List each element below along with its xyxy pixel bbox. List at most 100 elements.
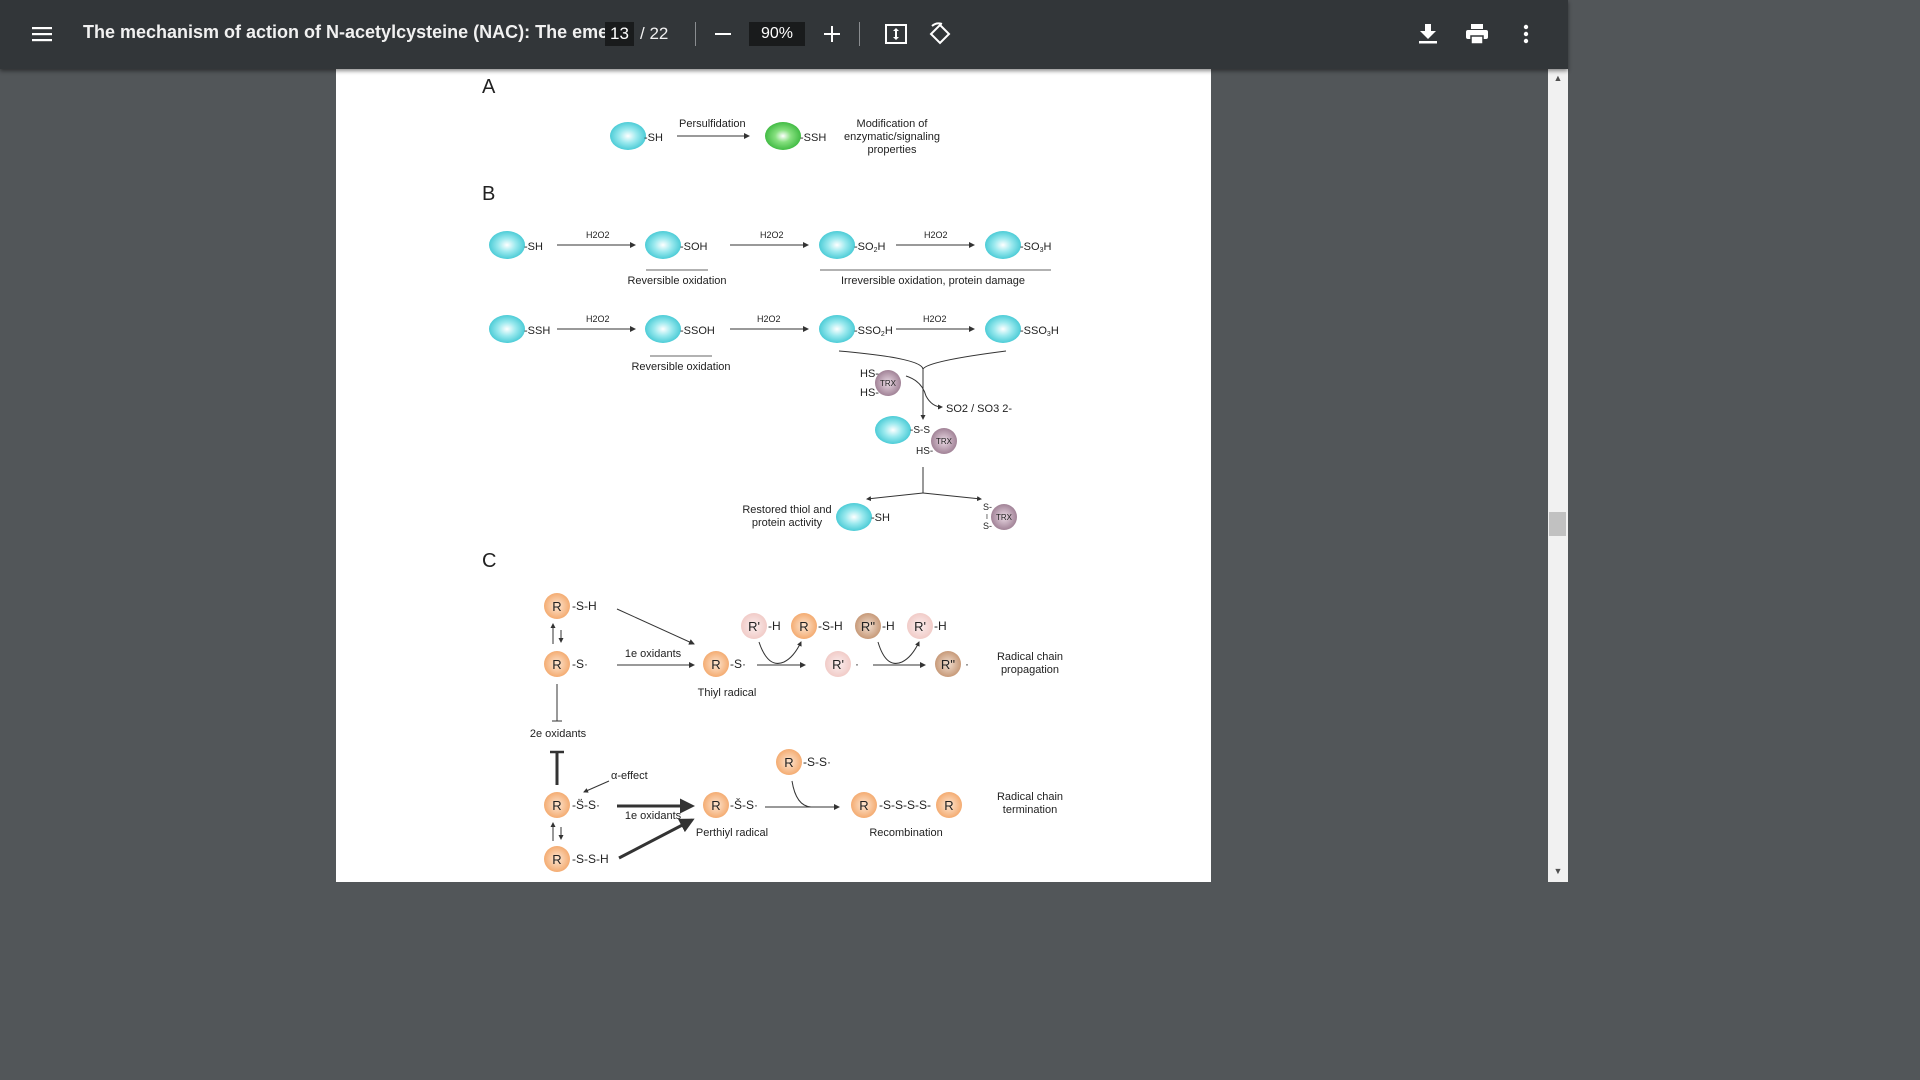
label-r: R (944, 798, 953, 813)
label-propagation-1: Radical chain (997, 651, 1063, 663)
label-ssoh: -SSOH (680, 325, 715, 337)
protein-sphere (610, 122, 646, 150)
label-s: S- (983, 521, 992, 531)
zoom-out-button[interactable] (710, 20, 736, 48)
plus-icon (824, 26, 840, 42)
label-reversible-oxidation: Reversible oxidation (627, 275, 726, 287)
page-separator: / (640, 24, 645, 43)
label-s-h: -S-H (572, 599, 597, 613)
label-sh: -SH (644, 132, 663, 144)
zoom-input[interactable]: 90% (749, 22, 805, 46)
r-sphere (544, 651, 570, 677)
label-r: R (799, 619, 808, 634)
label-termination-2: termination (1003, 804, 1057, 816)
trx-sphere (875, 370, 901, 396)
scrollbar[interactable] (1548, 69, 1568, 882)
label-perthiyl-s: -Š-S· (730, 797, 758, 812)
label-restored-1: Restored thiol and (742, 504, 831, 516)
label-sh-restored: -SH (871, 512, 890, 524)
label-restored-2: protein activity (752, 517, 823, 529)
label-hs: HS- (916, 446, 933, 457)
label-soh: -SOH (680, 241, 708, 253)
zoom-in-button[interactable] (818, 20, 846, 48)
r-sphere (703, 651, 729, 677)
r-sphere (703, 792, 729, 818)
label-h2o2: H2O2 (757, 314, 781, 324)
scroll-up-arrow-icon[interactable]: ▲ (1553, 73, 1563, 83)
label-so2h: -SO2H (854, 241, 885, 254)
r-sphere (544, 593, 570, 619)
label-r: R (784, 755, 793, 770)
label-h2o2: H2O2 (586, 230, 610, 240)
label-s-h: -S-H (818, 619, 843, 633)
label-r: R (711, 657, 720, 672)
protein-sphere (489, 231, 525, 259)
label-trx: TRX (996, 513, 1013, 522)
r-dprime-sphere (855, 613, 881, 639)
download-button[interactable] (1413, 20, 1443, 48)
document-title: The mechanism of action of N-acetylcyste… (83, 22, 630, 42)
label-thiyl-radical: Thiyl radical (698, 687, 757, 699)
protein-sphere (645, 231, 681, 259)
label-r-prime: R' (832, 657, 844, 672)
label-trx: TRX (880, 379, 897, 388)
page-number-input[interactable]: 13 (605, 22, 634, 46)
more-options-button[interactable] (1512, 20, 1540, 48)
printer-icon (1466, 24, 1488, 44)
label-so3h: -SO3H (1020, 241, 1051, 254)
r-sphere (544, 792, 570, 818)
label-r: R (859, 798, 868, 813)
scrollbar-thumb[interactable] (1549, 512, 1566, 536)
label-1e-oxidants-2: 1e oxidants (625, 810, 682, 822)
label-sso3h: -SSO3H (1020, 325, 1059, 338)
label-s-s-h: -S-S-H (572, 852, 609, 866)
label-trx: TRX (936, 437, 953, 446)
menu-button[interactable] (24, 16, 60, 52)
label-r: R (552, 657, 561, 672)
page-total: 22 (649, 24, 669, 43)
download-icon (1419, 24, 1437, 44)
r-sphere (791, 613, 817, 639)
label-s: S- (983, 502, 992, 512)
label-perthiyl-radical: Perthiyl radical (696, 827, 768, 839)
rotate-button[interactable] (925, 20, 955, 48)
protein-sphere (489, 315, 525, 343)
divider (859, 22, 860, 46)
label-termination-1: Radical chain (997, 791, 1063, 803)
label-hs: HS- (860, 387, 879, 399)
label-r-s-s: -S-S· (803, 755, 831, 769)
label-r: R (711, 798, 720, 813)
protein-sphere (985, 231, 1021, 259)
protein-sphere (875, 416, 911, 444)
scroll-down-arrow-icon[interactable]: ▼ (1553, 866, 1563, 876)
rotate-icon (929, 22, 951, 45)
label-h: -H (768, 619, 781, 633)
r-sphere (544, 846, 570, 872)
label-r-dprime: R'' (861, 619, 875, 634)
panel-label-c: C (482, 550, 496, 572)
r-sphere (936, 792, 962, 818)
trx-sphere (991, 504, 1017, 530)
protein-sphere (985, 315, 1021, 343)
print-button[interactable] (1461, 20, 1493, 48)
label-r-prime: R' (914, 619, 926, 634)
r-prime-sphere (907, 613, 933, 639)
label-persulfidation: Persulfidation (679, 118, 746, 130)
label-h: -H (934, 619, 947, 633)
panel-label-b: B (482, 183, 495, 205)
label-thiyl-s: -S· (730, 657, 746, 671)
label-ss: -S-S (910, 425, 930, 436)
label-irreversible-oxidation: Irreversible oxidation, protein damage (841, 275, 1025, 287)
hamburger-icon (32, 27, 52, 42)
label-reversible-oxidation-2: Reversible oxidation (631, 361, 730, 373)
figure-diagram: A -SH Persulfidation -SSH Modification o… (482, 76, 1063, 872)
protein-sphere (819, 231, 855, 259)
label-h2o2: H2O2 (924, 230, 948, 240)
label-r: R (552, 852, 561, 867)
pdf-toolbar: The mechanism of action of N-acetylcyste… (0, 0, 1568, 69)
page-count: / 22 (640, 24, 668, 44)
more-vert-icon (1523, 24, 1529, 44)
label-bond: I (986, 514, 988, 521)
label-r-prime: R' (748, 619, 760, 634)
fit-page-button[interactable] (881, 20, 911, 48)
